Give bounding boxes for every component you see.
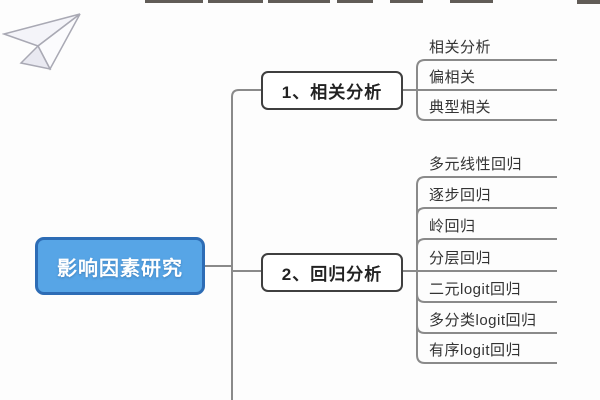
cropped-text-remnant — [337, 0, 373, 3]
leaf-topic[interactable]: 多元线性回归 — [429, 156, 523, 173]
paper-plane-icon — [2, 13, 81, 71]
cropped-text-remnant — [577, 0, 600, 4]
branch-topic-label: 1、相关分析 — [281, 83, 383, 102]
cropped-text-remnant — [268, 0, 330, 3]
leaf-topic[interactable]: 典型相关 — [429, 99, 492, 116]
branch-topic-label: 2、回归分析 — [281, 265, 383, 284]
trunk-line — [231, 89, 262, 400]
leaf-topic[interactable]: 多分类logit回归 — [429, 312, 537, 329]
leaf-topic[interactable]: 偏相关 — [429, 69, 476, 86]
leaf-connector — [416, 207, 557, 271]
cropped-text-remnant — [145, 0, 203, 3]
leaf-topic[interactable]: 分层回归 — [429, 250, 492, 267]
leaf-topic[interactable]: 二元logit回归 — [429, 281, 522, 298]
leaf-connector — [416, 238, 557, 271]
leaf-connector — [416, 59, 557, 90]
cropped-text-remnant — [208, 0, 263, 3]
leaf-topic[interactable]: 相关分析 — [429, 39, 492, 56]
leaf-topic[interactable]: 逐步回归 — [429, 187, 492, 204]
root-topic-label: 影响因素研究 — [57, 257, 183, 280]
branch-topic-regression[interactable]: 2、回归分析 — [261, 253, 403, 292]
cropped-text-remnant — [390, 0, 423, 3]
leaf-topic[interactable]: 有序logit回归 — [429, 342, 522, 359]
leaf-connector — [416, 176, 557, 271]
leaf-connector — [416, 90, 557, 121]
leaf-topic[interactable]: 岭回归 — [429, 218, 476, 235]
leaf-connector — [416, 271, 557, 364]
cropped-text-remnant — [450, 0, 493, 3]
branch-topic-correlation[interactable]: 1、相关分析 — [261, 71, 403, 110]
root-topic[interactable]: 影响因素研究 — [35, 237, 205, 295]
